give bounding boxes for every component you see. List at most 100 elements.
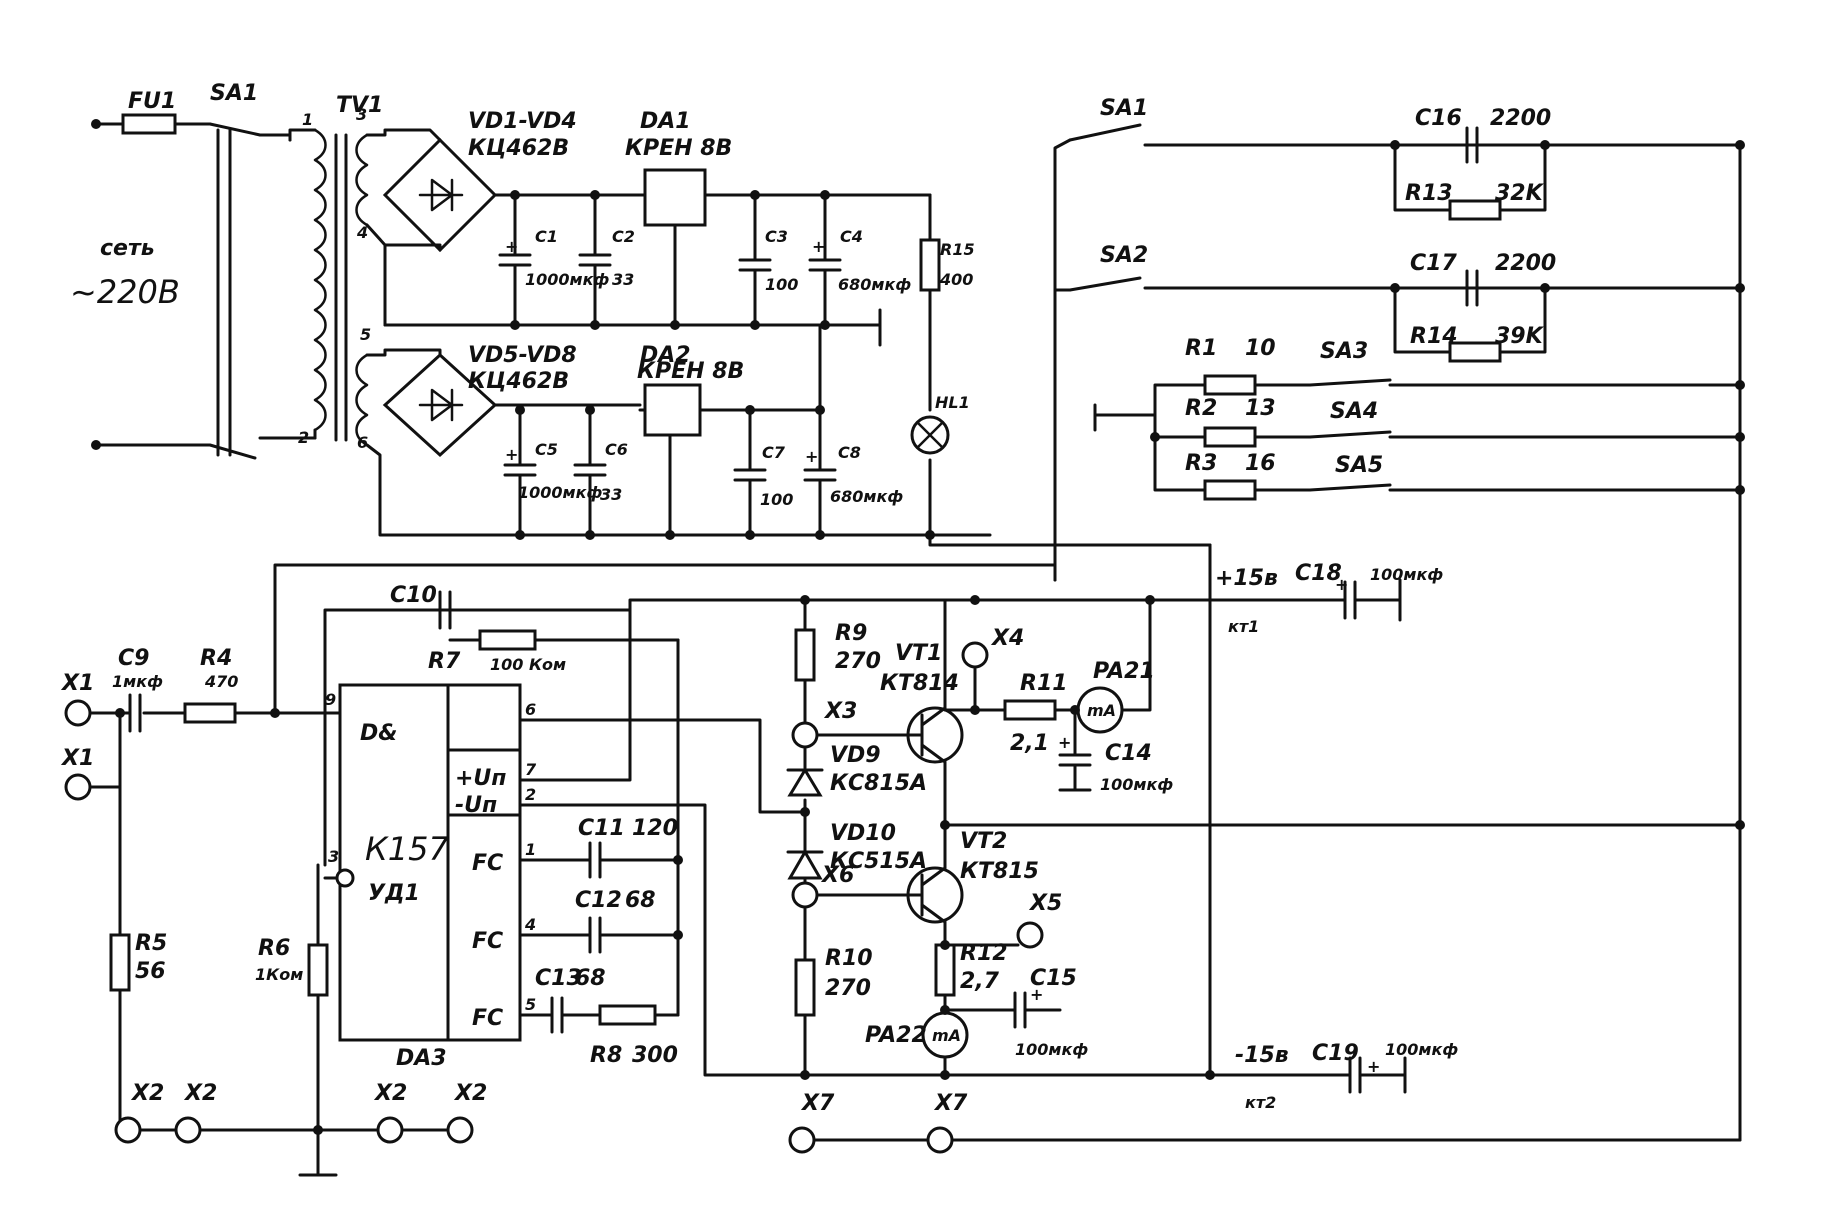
- r14-label: R14: [1410, 324, 1458, 349]
- x3-label: X3: [823, 699, 857, 724]
- ic-pin-6: 6: [525, 700, 536, 719]
- r4-label: R4: [200, 646, 232, 671]
- ic-pin-7: 7: [525, 760, 537, 779]
- feedback-top-wire: [273, 563, 1057, 715]
- c5-label: C5: [535, 440, 558, 459]
- terminal-X2-1[interactable]: [114, 1116, 142, 1144]
- cap-C14: [1058, 708, 1092, 792]
- ground-bus-1: [383, 308, 882, 347]
- pin-1: 1: [302, 110, 313, 129]
- plus15-label: +15в: [1215, 566, 1278, 591]
- cap-C3: [738, 193, 772, 327]
- c18-value: 100мкф: [1370, 565, 1443, 584]
- terminal-X2-3[interactable]: [376, 1116, 404, 1144]
- c9-label: C9: [118, 646, 149, 671]
- terminal-X7-2[interactable]: [926, 1126, 954, 1154]
- r1-value: 10: [1245, 336, 1276, 361]
- resistor-bank-out: [1253, 383, 1312, 492]
- x4-label: X4: [990, 626, 1024, 651]
- reg1-type: КРЕН 8В: [625, 136, 732, 161]
- ic-dividers: [446, 683, 522, 1042]
- x7-label-1: X7: [800, 1091, 835, 1116]
- cap-C11: [518, 841, 680, 879]
- bias-wires: [815, 733, 907, 897]
- r8-label: R8: [590, 1043, 622, 1068]
- resistor-R10: [794, 958, 816, 1017]
- c3-label: C3: [765, 227, 788, 246]
- cap-C2: [578, 193, 612, 327]
- r13-label: R13: [1405, 181, 1453, 206]
- ic-gate-label: D&: [360, 721, 397, 746]
- bridge2-type: КЦ462В: [468, 369, 569, 394]
- pa22-label: PA22: [865, 1023, 927, 1048]
- primary-wires: [258, 133, 317, 440]
- vt2-label: VT2: [960, 829, 1007, 854]
- vd9-label: VD9: [830, 743, 881, 768]
- ic-type: К157: [365, 830, 449, 868]
- pa22-unit: mA: [932, 1026, 961, 1045]
- c1-plus: +: [505, 237, 518, 256]
- r13-wires: [1393, 143, 1547, 212]
- terminal-X1-top[interactable]: [64, 699, 92, 727]
- r11-value: 2,1: [1010, 731, 1049, 756]
- c17-label: C17: [1410, 251, 1457, 276]
- c4-label: C4: [840, 227, 863, 246]
- c14-plus: +: [1058, 733, 1071, 752]
- c14-value: 100мкф: [1100, 775, 1173, 794]
- cap-C8: [803, 323, 837, 537]
- c15-plus: +: [1030, 985, 1043, 1004]
- c2-value: 33: [612, 270, 634, 289]
- minus15-label: -15в: [1235, 1043, 1289, 1068]
- test-point-X5[interactable]: [1016, 921, 1044, 949]
- r10-value: 270: [825, 976, 871, 1001]
- x6-label: X6: [820, 863, 854, 888]
- cap-C10: [438, 590, 452, 630]
- test-point-X6[interactable]: [791, 881, 819, 909]
- pin-3: 3: [356, 105, 367, 124]
- c10-label: C10: [390, 583, 437, 608]
- terminal-X7-1[interactable]: [788, 1126, 816, 1154]
- pa21-label: PA21: [1093, 659, 1155, 684]
- c6-label: C6: [605, 440, 628, 459]
- c15-label: C15: [1030, 966, 1077, 991]
- test-point-X4[interactable]: [961, 641, 989, 669]
- c1-value: 1000мкф: [525, 270, 609, 289]
- r9-label: R9: [835, 621, 867, 646]
- ic-plus-supply: [518, 598, 1057, 782]
- regulator-DA1: [643, 168, 707, 227]
- r14-wires: [1393, 286, 1547, 354]
- c13-label: C13: [535, 966, 582, 991]
- vd10-type: КС515А: [830, 849, 927, 874]
- ic-plus-label: +Uп: [455, 766, 507, 791]
- r2-value: 13: [1245, 396, 1276, 421]
- cap-C18: [1343, 580, 1357, 620]
- vd10-label: VD10: [830, 821, 896, 846]
- test-point-X3[interactable]: [791, 721, 819, 749]
- terminal-X2-4[interactable]: [446, 1116, 474, 1144]
- pin-4: 4: [356, 223, 368, 242]
- c12-label: C12: [575, 888, 622, 913]
- bridge1-diode-icon: [418, 178, 464, 212]
- hl1-label: HL1: [935, 393, 970, 412]
- c4-plus: +: [812, 237, 825, 256]
- ic-inverting-bubble: [335, 868, 355, 888]
- resistor-R1: [1203, 374, 1257, 396]
- resistor-R14: [1448, 341, 1502, 363]
- mains-label-bottom: ~220В: [70, 273, 180, 311]
- x1-label-bottom: X1: [60, 746, 94, 771]
- r5-label: R5: [135, 931, 167, 956]
- power-supply-section: сеть ~220В FU1 SA1 TV1 1 2 3 4 5 6 VD1-V…: [70, 81, 1212, 547]
- terminal-X1-bottom[interactable]: [64, 773, 92, 801]
- c4-value: 680мкф: [838, 275, 911, 294]
- cap-C15: [943, 991, 1062, 1029]
- regulator-DA2: [643, 383, 702, 437]
- terminal-X2-2[interactable]: [174, 1116, 202, 1144]
- vt1-label: VT1: [895, 641, 942, 666]
- sa3-sa5-lines: [1388, 383, 1742, 492]
- cap-C19: [1348, 1056, 1362, 1094]
- x2-label-3: X2: [373, 1081, 407, 1106]
- sa2-label: SA2: [1100, 243, 1148, 268]
- c8-label: C8: [838, 443, 861, 462]
- cap-C12: [518, 916, 680, 954]
- c18-label: C18: [1295, 561, 1342, 586]
